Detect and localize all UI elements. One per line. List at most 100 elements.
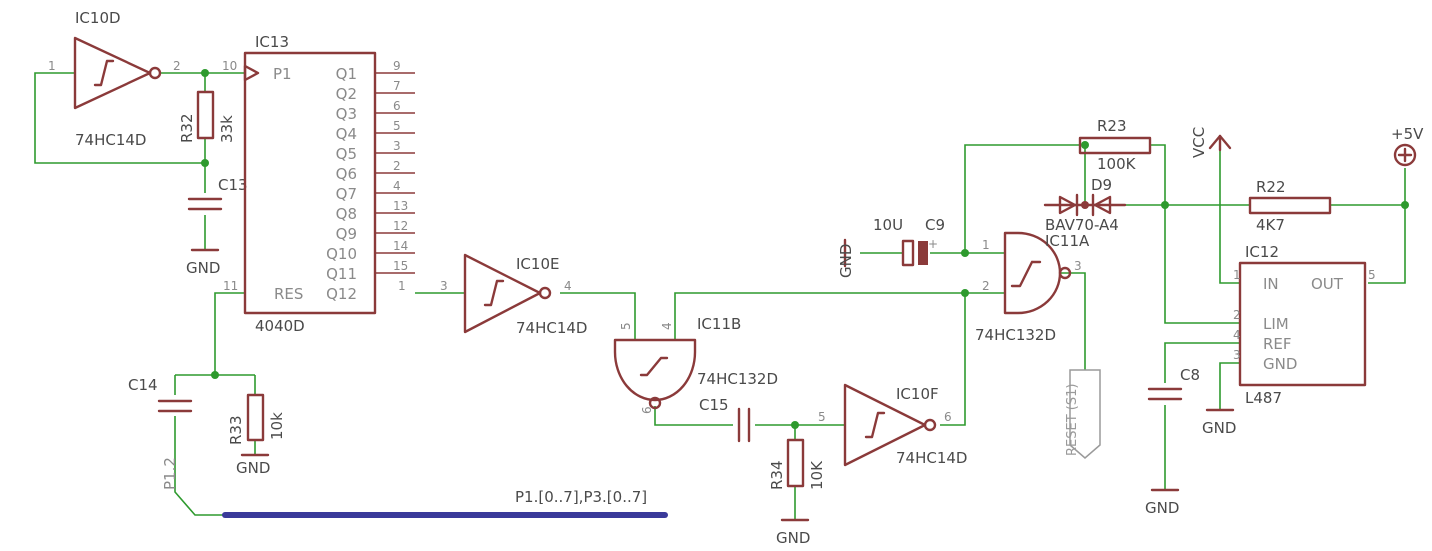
ic10f: IC10F 74HC14D 5 6 [818,383,967,467]
ic11b: IC11B 74HC132D 5 4 6 [613,315,778,414]
ic11a: IC11A 74HC132D 1 2 3 [975,231,1090,344]
ic13-pin-number-q4: 5 [393,119,401,133]
ic10d-value: 74HC14D [75,131,146,149]
p12-label: P1.2 [161,457,179,490]
ic13-pin-number-q2: 7 [393,79,401,93]
c14: C14 [128,376,193,413]
ic13-pin-clk: 10 [222,59,237,73]
ic12-value: L487 [1245,389,1282,407]
ic11a-pin-b: 2 [982,279,990,293]
ic10e-value: 74HC14D [516,319,587,337]
ic11b-pin-out: 6 [640,406,654,414]
ic12-in: IN [1263,275,1279,293]
r22-value: 4K7 [1256,216,1285,234]
ic13-output-q5: Q5 [336,145,357,163]
ic13-pin-number-q9: 12 [393,219,408,233]
ic12-pin-ref: 4 [1233,328,1241,342]
r33-value: 10k [268,412,286,440]
vcc-symbol: VCC [1190,127,1232,158]
ic10e: IC10E 74HC14D 1 3 4 [398,253,587,337]
reset-port: RESET (S1) [1065,369,1101,459]
ic10d: IC10D 74HC14D 1 2 [48,9,181,149]
ic13-output-q11: Q11 [326,265,357,283]
ic13-output-q2: Q2 [336,85,357,103]
ic13-pin-number-q1: 9 [393,59,401,73]
ic12-lim: LIM [1263,315,1289,333]
ic13-pin-number-q10: 14 [393,239,408,253]
gnd-ic12: GND [1202,419,1236,437]
ic13-pin-number-q6: 2 [393,159,401,173]
ic12-pin-in: 1 [1233,268,1241,282]
ic13-output-q9: Q9 [336,225,357,243]
ic11a-pin-a: 1 [982,238,990,252]
wires [34,72,1406,520]
ic13-output-pins: 9Q17Q26Q35Q43Q52Q64Q713Q812Q914Q1015Q11Q… [326,59,415,303]
r34-ref: R34 [768,460,786,490]
r23-value: 100K [1097,155,1137,173]
ic12-out: OUT [1311,275,1344,293]
ic10e-pin-out: 4 [564,279,572,293]
ic11b-ref: IC11B [697,315,741,333]
ic11a-ref: IC11A [1045,232,1090,250]
ic13: P1 10 RES 11 IC13 4040D 9Q17Q26Q35Q43Q52… [222,33,415,335]
ic13-output-q10: Q10 [326,245,357,263]
ic10f-pin-out: 6 [944,410,952,424]
ic10d-pin-in: 1 [48,59,56,73]
ic13-clk: P1 [273,65,292,83]
r32-value: 33k [218,115,236,143]
ic10e-ref: IC10E [516,255,559,273]
r34: R34 10K GND [768,438,826,547]
ic13-output-q7: Q7 [336,185,357,203]
ic12-pin-gnd: 3 [1233,348,1241,362]
gnd-c9: GND [837,244,855,278]
c9-ref: C9 [925,216,945,234]
ic12-ref: IC12 [1245,243,1279,261]
r23: R23 100K [1078,117,1152,173]
c15-ref: C15 [699,396,729,414]
ic11b-pin-a: 5 [619,322,633,330]
ic13-q12-pin: 1 [398,279,406,293]
ic10d-pin-out: 2 [173,59,181,73]
ic10f-value: 74HC14D [896,449,967,467]
ic13-output-q12: Q12 [326,285,357,303]
r33: R33 10k GND [227,393,286,477]
gnd-r34: GND [776,529,810,547]
ic10e-pin-in: 3 [440,279,448,293]
r32: R32 33k [178,90,236,143]
ic13-pin-number-q7: 4 [393,179,401,193]
ic13-output-q3: Q3 [336,105,357,123]
c9: GND + 10U C9 [837,216,945,278]
c9-plus: + [928,237,938,251]
ic13-output-q6: Q6 [336,165,357,183]
r34-value: 10K [808,460,826,490]
c13: C13 GND [186,176,248,277]
ic13-pin-res: 11 [223,279,238,293]
ic12: IC12 L487 IN OUT LIM REF GND 1 5 2 4 3 G… [1202,243,1376,437]
ic13-pin-number-q3: 6 [393,99,401,113]
ic13-output-q8: Q8 [336,205,357,223]
c9-value: 10U [873,216,903,234]
ic10f-ref: IC10F [896,385,939,403]
c14-ref: C14 [128,376,158,394]
ic12-gnd: GND [1263,355,1297,373]
ic11b-value: 74HC132D [697,370,778,388]
c8-ref: C8 [1180,366,1200,384]
ic11b-pin-b: 4 [660,322,674,330]
ic13-output-q1: Q1 [336,65,357,83]
ic10d-ref: IC10D [75,9,121,27]
r22: R22 4K7 [1248,178,1332,234]
d9-value: BAV70-A4 [1045,216,1119,234]
vcc-label: VCC [1190,127,1208,158]
ic12-refpin: REF [1263,335,1292,353]
d9-ref: D9 [1091,176,1112,194]
ic13-pin-number-q5: 3 [393,139,401,153]
p5v-label: +5V [1391,125,1424,143]
ic13-output-q4: Q4 [336,125,357,143]
ic13-pin-number-q11: 15 [393,259,408,273]
ic10f-pin-in: 5 [818,410,826,424]
reset-label: RESET (S1) [1065,384,1080,456]
ic13-res: RES [274,285,303,303]
r23-ref: R23 [1097,117,1127,135]
ic13-value: 4040D [255,317,305,335]
